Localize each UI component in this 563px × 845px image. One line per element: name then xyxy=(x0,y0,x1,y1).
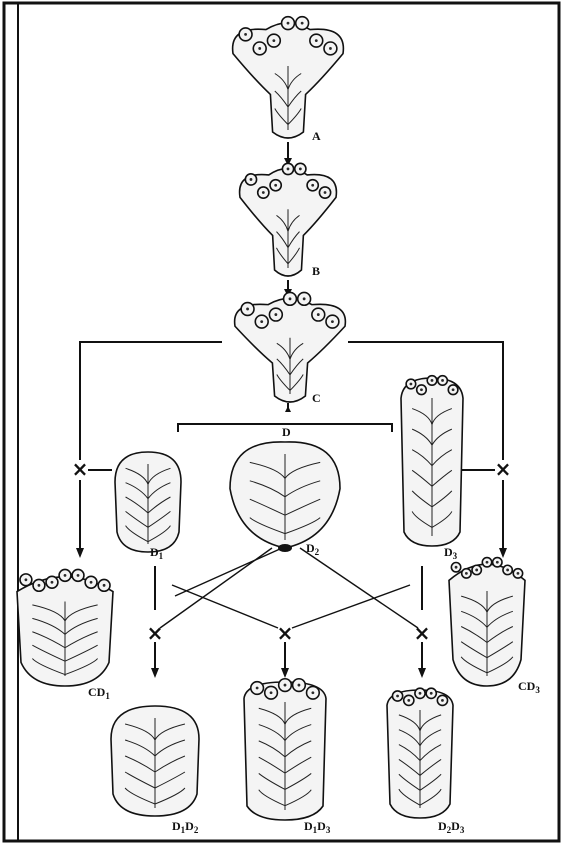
label-cd3-sub: 3 xyxy=(535,685,540,695)
label-b: B xyxy=(312,264,320,278)
diag-d3-to-mid-cross xyxy=(292,585,410,628)
label-cd1-sub: 1 xyxy=(105,691,110,701)
label-d2-sub: 2 xyxy=(315,547,320,557)
c-left-line xyxy=(80,342,222,460)
cross-symbol: × xyxy=(72,457,89,481)
label-d2-main: D xyxy=(306,541,315,555)
plant-c xyxy=(235,292,346,402)
plant-d1d2 xyxy=(111,706,199,816)
cross-symbol: × xyxy=(495,457,512,481)
cross-symbol: × xyxy=(277,621,294,645)
plant-d2d3 xyxy=(387,688,453,818)
plant-d1d3 xyxy=(244,679,326,820)
label-d1-main: D xyxy=(150,545,159,559)
label-d3: D3 xyxy=(444,545,458,561)
label-d1d2-a: D xyxy=(172,819,181,833)
label-cd1-main: CD xyxy=(88,685,106,699)
label-d2: D2 xyxy=(306,541,320,557)
label-d1d2-b: D xyxy=(185,819,194,833)
label-cd1: CD1 xyxy=(88,685,110,701)
plant-d2 xyxy=(230,442,340,552)
plants-layer xyxy=(17,17,525,820)
label-d2d3-a: D xyxy=(438,819,447,833)
cross-symbol: × xyxy=(414,621,431,645)
label-a: A xyxy=(312,129,321,143)
arrowhead-c-d xyxy=(285,406,291,412)
arrowhead-cd3 xyxy=(499,548,507,558)
label-d2d3-b-sub: 3 xyxy=(460,825,465,835)
plant-cd3 xyxy=(449,558,525,686)
label-d1d3-b: D xyxy=(317,819,326,833)
diag-d1-to-mid-cross xyxy=(172,585,278,628)
cross-symbol: × xyxy=(147,621,164,645)
arrowhead-cd1 xyxy=(76,548,84,558)
label-d: D xyxy=(282,425,291,439)
label-d1d3: D1D3 xyxy=(304,819,331,835)
label-d1d3-a: D xyxy=(304,819,313,833)
plant-d3 xyxy=(401,376,463,546)
label-d1d2-b-sub: 2 xyxy=(194,825,199,835)
label-cd3-main: CD xyxy=(518,679,536,693)
plant-d1 xyxy=(115,452,181,552)
plant-a xyxy=(233,17,344,138)
label-c: C xyxy=(312,391,321,405)
label-d2d3: D2D3 xyxy=(438,819,465,835)
arrowhead-d2d3 xyxy=(418,668,426,678)
label-d1d2: D1D2 xyxy=(172,819,199,835)
label-d3-main: D xyxy=(444,545,453,559)
arrowhead-d1d3 xyxy=(281,668,289,678)
label-d3-sub: 3 xyxy=(453,551,458,561)
label-d1d3-b-sub: 3 xyxy=(326,825,331,835)
plant-b xyxy=(240,163,337,276)
label-d1-sub: 1 xyxy=(159,551,164,561)
plant-cd1 xyxy=(17,569,113,686)
label-cd3: CD3 xyxy=(518,679,540,695)
arrowhead-d1d2 xyxy=(151,668,159,678)
label-d2d3-b: D xyxy=(451,819,460,833)
